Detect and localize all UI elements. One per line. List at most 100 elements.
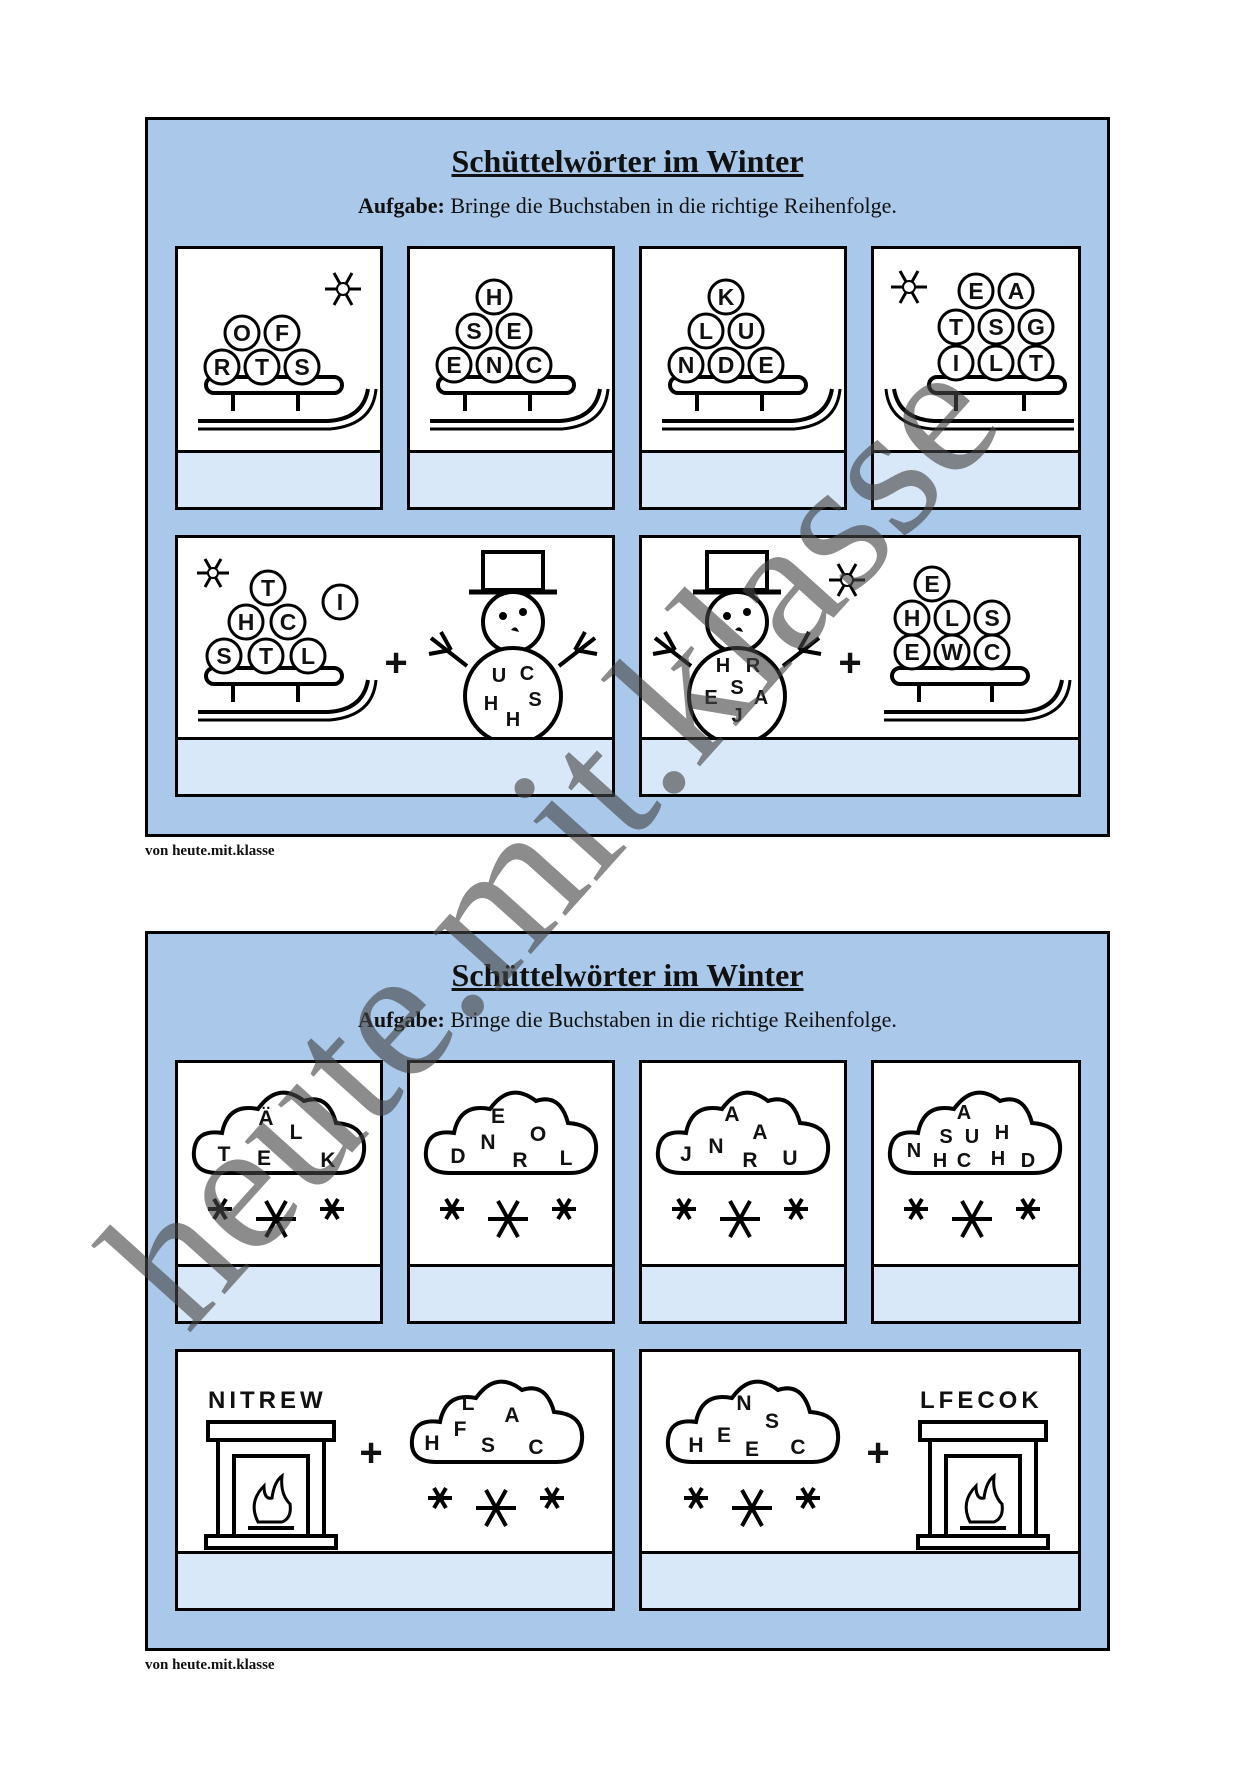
cloud-puzzle-3: A A J N R U <box>655 1090 831 1238</box>
letter: D <box>1021 1150 1035 1172</box>
compound-puzzle-1: T I H C S T L + U C H <box>197 550 598 746</box>
answer-field[interactable] <box>642 737 1078 794</box>
letter: H <box>904 605 921 631</box>
letter: C <box>957 1150 971 1172</box>
letter: F <box>275 320 289 346</box>
letter: R <box>746 655 761 677</box>
answer-field[interactable] <box>410 1264 612 1321</box>
letter: E <box>704 687 717 709</box>
answer-field[interactable] <box>642 450 844 507</box>
cloud-icon <box>655 1090 831 1175</box>
sled-puzzle-2: H S E E N C <box>430 278 610 431</box>
compound-card-1: T I H C S T L + U C H <box>175 535 615 797</box>
letter: O <box>530 1123 546 1146</box>
snow-star-icon <box>428 1486 564 1527</box>
plus-sign: + <box>838 641 861 685</box>
answer-field[interactable] <box>642 1264 844 1321</box>
cloud-card-1: Ä L T E K <box>175 1060 383 1324</box>
letter: E <box>506 318 521 344</box>
plus-sign: + <box>866 1431 889 1475</box>
compound-puzzle-2: H R S E A J + <box>652 550 1072 746</box>
letter: S <box>294 354 309 380</box>
answer-field[interactable] <box>642 1551 1078 1608</box>
task-text: Bringe die Buchstaben in die richtige Re… <box>450 193 897 218</box>
sled-card-4: E A T S G I L T <box>871 246 1081 510</box>
letter: S <box>984 605 999 631</box>
task-label: Aufgabe: <box>358 1007 445 1032</box>
letter-balls <box>937 272 1055 382</box>
sled-card-2: H S E E N C <box>407 246 615 510</box>
worksheet-panel-1: Schüttelwörter im Winter Aufgabe: Bringe… <box>145 117 1110 837</box>
answer-field[interactable] <box>410 450 612 507</box>
letter-balls <box>667 278 785 384</box>
letter: N <box>480 1131 495 1154</box>
sled-icon <box>198 666 378 722</box>
letter-balls <box>205 569 359 675</box>
cloud-puzzle-2: E N O D R L <box>423 1090 599 1238</box>
snow-star-icon <box>672 1197 808 1238</box>
letter: N <box>708 1135 723 1158</box>
letter: R <box>214 354 231 380</box>
snow-star-icon <box>904 1197 1040 1238</box>
letter-balls <box>203 314 321 386</box>
letter: E <box>491 1105 505 1128</box>
letter: R <box>742 1149 757 1172</box>
letter: A <box>754 687 768 709</box>
letter: I <box>953 350 959 376</box>
letter: E <box>924 571 939 597</box>
letter: L <box>699 318 713 344</box>
letter: H <box>716 655 730 677</box>
snow-star-icon <box>208 1197 344 1238</box>
answer-field[interactable] <box>178 450 380 507</box>
letter-balls <box>893 565 1011 671</box>
letter: L <box>560 1147 573 1170</box>
worksheet-panel-2: Schüttelwörter im Winter Aufgabe: Bringe… <box>145 931 1110 1651</box>
letter: T <box>1029 350 1043 376</box>
cloud-card-3: A A J N R U <box>639 1060 847 1324</box>
answer-field[interactable] <box>178 1264 380 1321</box>
snow-star-icon <box>440 1197 576 1238</box>
answer-field[interactable] <box>178 737 612 794</box>
sled-puzzle-3: K L U N D E <box>662 278 842 431</box>
letter: O <box>233 320 251 346</box>
sled-card-3: K L U N D E <box>639 246 847 510</box>
letter: S <box>528 689 541 711</box>
cloud-icon <box>409 1379 585 1464</box>
letter: U <box>782 1147 797 1170</box>
letter: S <box>216 643 231 669</box>
letter: E <box>717 1424 731 1447</box>
cloud-icon <box>665 1379 841 1464</box>
letter: C <box>280 609 297 635</box>
compound-card-4: N E S H E C + LFECOK <box>639 1349 1081 1611</box>
fireplace-icon <box>916 1420 1050 1550</box>
letter: E <box>904 639 919 665</box>
answer-field[interactable] <box>178 1551 612 1608</box>
letter: H <box>424 1432 439 1455</box>
snowflake-icon <box>891 270 927 304</box>
letter-balls <box>435 278 553 384</box>
letter: A <box>724 1103 739 1126</box>
cloud-card-4: A S U H N H C H D <box>871 1060 1081 1324</box>
letter: S <box>481 1434 495 1457</box>
letter: A <box>752 1121 767 1144</box>
letter: D <box>450 1145 465 1168</box>
answer-field[interactable] <box>874 1264 1078 1321</box>
snowman-icon: U C H S H <box>428 550 598 746</box>
letter: N <box>678 352 695 378</box>
letter: T <box>949 314 963 340</box>
letter: U <box>965 1126 979 1148</box>
letter: T <box>261 575 275 601</box>
letter: S <box>988 314 1003 340</box>
sled-puzzle-4: E A T S G I L T <box>884 270 1074 431</box>
letter: H <box>991 1148 1005 1170</box>
task-text: Bringe die Buchstaben in die richtige Re… <box>450 1007 897 1032</box>
letter: S <box>765 1410 779 1433</box>
letter: H <box>486 284 503 310</box>
sheet-title: Schüttelwörter im Winter <box>451 143 804 179</box>
answer-field[interactable] <box>874 450 1078 507</box>
credit-text: von heute.mit.klasse <box>145 843 275 859</box>
letter: C <box>790 1436 805 1459</box>
letter: E <box>446 352 461 378</box>
letter: C <box>528 1436 543 1459</box>
letter: A <box>1008 278 1025 304</box>
